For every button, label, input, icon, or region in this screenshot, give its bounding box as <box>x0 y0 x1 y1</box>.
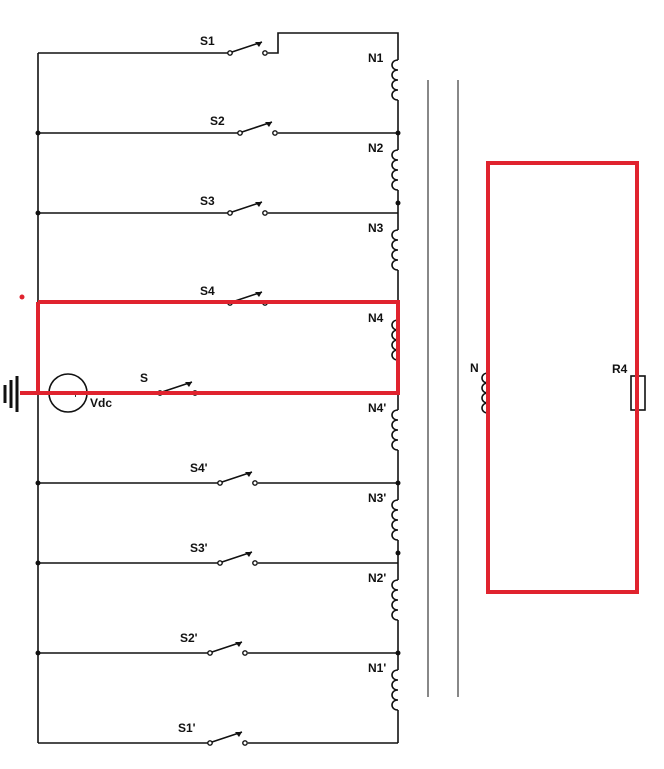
winding-label-n3-prime: N3' <box>368 491 386 505</box>
resistor-r4: R4 <box>612 362 646 411</box>
switch-label-s2-prime: S2' <box>180 631 198 645</box>
switch-row-s3-prime: S3' <box>35 541 401 566</box>
winding-n3-coil <box>391 229 399 271</box>
switch-label-s4: S4 <box>200 284 215 298</box>
winding-n2-coil <box>391 149 399 191</box>
primary-loop-highlight <box>20 300 400 395</box>
resistor-label-r4: R4 <box>612 362 628 376</box>
switch-label-s1: S1 <box>200 34 215 48</box>
winding-label-n1-prime: N1' <box>368 661 386 675</box>
switch-row-s1-prime: S1' <box>38 721 398 746</box>
highlighted-current-path <box>19 161 639 594</box>
winding-label-n: N <box>470 361 479 375</box>
switch-label-s3: S3 <box>200 194 215 208</box>
winding-label-n2-prime: N2' <box>368 571 386 585</box>
winding-label-n4: N4 <box>368 311 384 325</box>
switch-label-s4-prime: S4' <box>190 461 208 475</box>
vdc-label: Vdc <box>90 396 112 410</box>
red-dot-marker <box>19 294 25 300</box>
winding-n3-prime-coil <box>391 499 399 541</box>
secondary-winding: N <box>470 361 489 414</box>
winding-label-n1: N1 <box>368 51 384 65</box>
winding-label-n3: N3 <box>368 221 384 235</box>
switch-label-s3-prime: S3' <box>190 541 208 555</box>
switch-row-s2: S2 <box>35 114 401 136</box>
winding-n2-prime-coil <box>391 579 399 621</box>
switch-row-s4-prime: S4' <box>35 461 401 486</box>
winding-label-n4-prime: N4' <box>368 401 386 415</box>
switch-label-s1-prime: S1' <box>178 721 196 735</box>
switch-label-s: S <box>140 371 148 385</box>
switch-row-s2-prime: S2' <box>35 631 401 656</box>
winding-n1-prime-coil <box>391 669 399 711</box>
ground-icon <box>3 376 19 412</box>
switch-row-s3: S3 <box>35 194 401 216</box>
secondary-loop-highlight <box>486 161 639 594</box>
switch-label-s2: S2 <box>210 114 225 128</box>
winding-n4-prime-coil <box>391 409 399 451</box>
winding-label-n2: N2 <box>368 141 384 155</box>
switch-row-s1: S1 <box>38 32 399 60</box>
winding-n1-coil <box>391 59 399 101</box>
primary-windings: N1 N2 N3 N4 N4' N3' N2' N1' <box>368 51 399 743</box>
